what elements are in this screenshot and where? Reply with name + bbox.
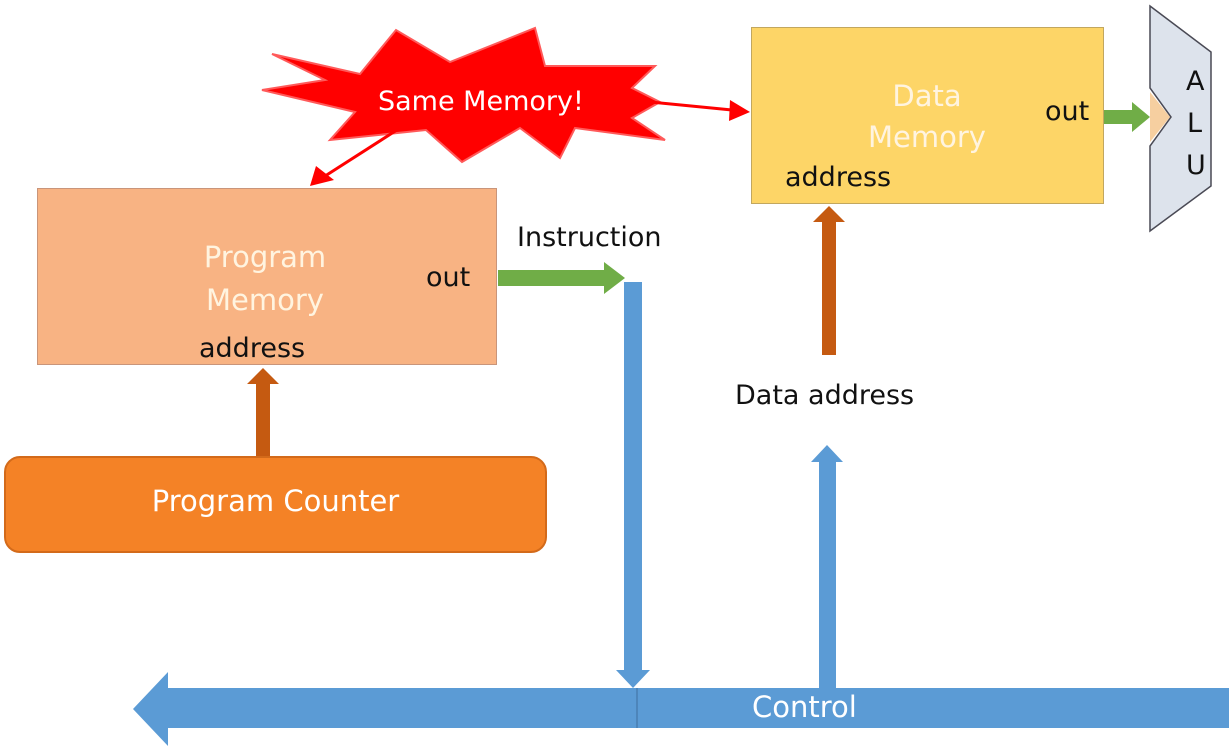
data-memory-address-label: address [785, 162, 892, 193]
program-memory-address-arrow [247, 368, 279, 456]
control-label: Control [752, 690, 857, 724]
alu-letter-l: L [1187, 108, 1203, 139]
instruction-down-arrow [616, 282, 650, 688]
program-memory-out-arrow [498, 262, 625, 294]
data-address-label: Data address [735, 380, 915, 411]
alu-letter-u: U [1186, 150, 1206, 181]
program-counter-box [4, 456, 547, 553]
data-address-up-arrow [811, 445, 843, 688]
same-memory-burst [261, 26, 666, 164]
data-memory-address-arrow [813, 206, 845, 355]
callout-pointer-data-head [729, 100, 750, 121]
same-memory-text: Same Memory! [378, 86, 584, 117]
callout-pointer-data [609, 96, 733, 112]
alu-input-notch [1150, 92, 1170, 142]
alu-letter-a: A [1186, 66, 1205, 97]
data-memory-box [751, 27, 1104, 204]
callout-pointer-program-head [310, 166, 334, 186]
alu-shape [1149, 4, 1212, 233]
program-memory-box [37, 188, 497, 365]
program-memory-title-line2: Memory [206, 283, 324, 317]
data-memory-out-label: out [1045, 96, 1090, 127]
instruction-label: Instruction [517, 222, 662, 253]
data-memory-title-line2: Memory [868, 120, 986, 154]
data-memory-title-line1: Data [892, 79, 962, 113]
callout-pointer-program [321, 126, 401, 180]
program-memory-title-line1: Program [203, 240, 327, 274]
program-memory-out-label: out [426, 262, 471, 293]
program-memory-address-label: address [199, 333, 306, 364]
control-bus-arrow [133, 672, 1229, 746]
program-counter-label: Program Counter [151, 484, 400, 518]
data-memory-out-arrow [1104, 102, 1150, 132]
